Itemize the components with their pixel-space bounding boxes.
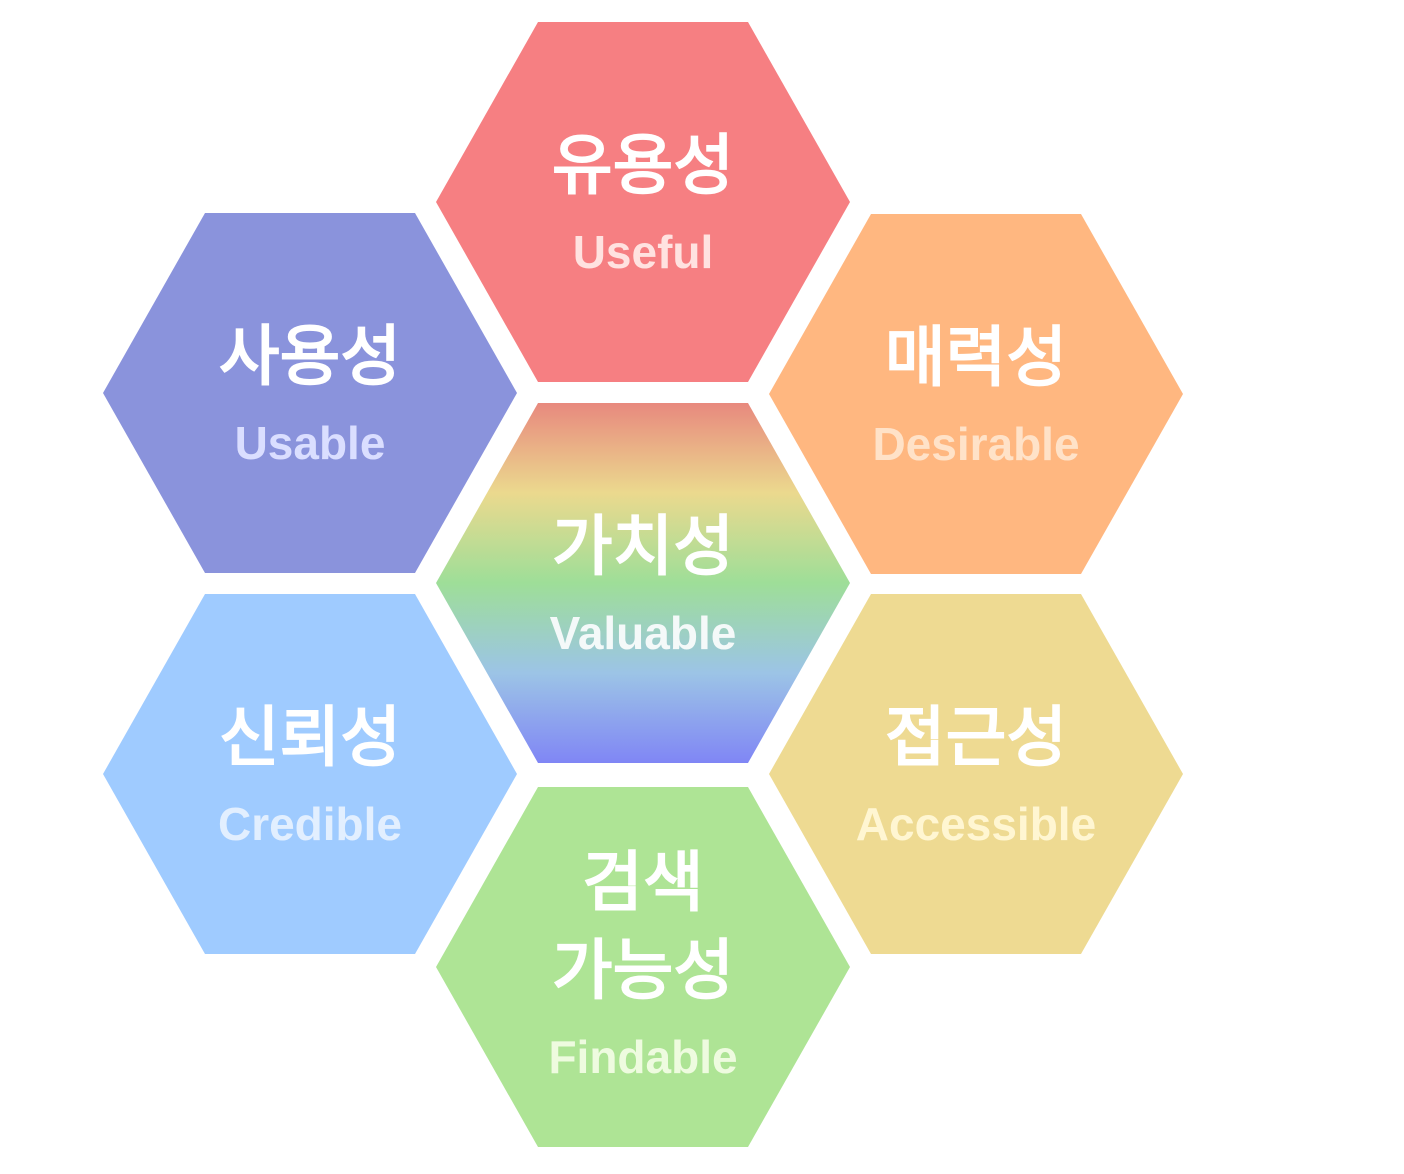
korean-label: 가능성 <box>552 933 734 1007</box>
english-label: Findable <box>548 1031 737 1083</box>
hexagon-valuable: 가치성 Valuable <box>436 403 850 763</box>
english-label: Desirable <box>872 418 1079 470</box>
korean-label: 매력성 <box>885 320 1067 394</box>
english-label: Valuable <box>550 607 737 659</box>
hexagon-shape <box>436 403 850 763</box>
hexagon-usable: 사용성 Usable <box>103 213 517 573</box>
korean-label: 신뢰성 <box>219 700 401 774</box>
hexagon-shape <box>436 22 850 382</box>
hexagon-useful: 유용성 Useful <box>436 22 850 382</box>
english-label: Accessible <box>856 798 1096 850</box>
hexagon-desirable: 매력성 Desirable <box>769 214 1183 574</box>
english-label: Useful <box>573 226 714 278</box>
korean-label: 검색 <box>582 845 703 919</box>
hexagon-shape <box>103 594 517 954</box>
korean-label: 가치성 <box>552 509 734 583</box>
hexagon-shape <box>769 594 1183 954</box>
hexagon-shape <box>436 787 850 1147</box>
hexagon-shape <box>769 214 1183 574</box>
hexagon-accessible: 접근성 Accessible <box>769 594 1183 954</box>
english-label: Usable <box>235 417 386 469</box>
korean-label: 유용성 <box>552 128 734 202</box>
english-label: Credible <box>218 798 402 850</box>
hexagon-shape <box>103 213 517 573</box>
hexagon-credible: 신뢰성 Credible <box>103 594 517 954</box>
korean-label: 접근성 <box>885 700 1067 774</box>
korean-label: 사용성 <box>219 319 401 393</box>
